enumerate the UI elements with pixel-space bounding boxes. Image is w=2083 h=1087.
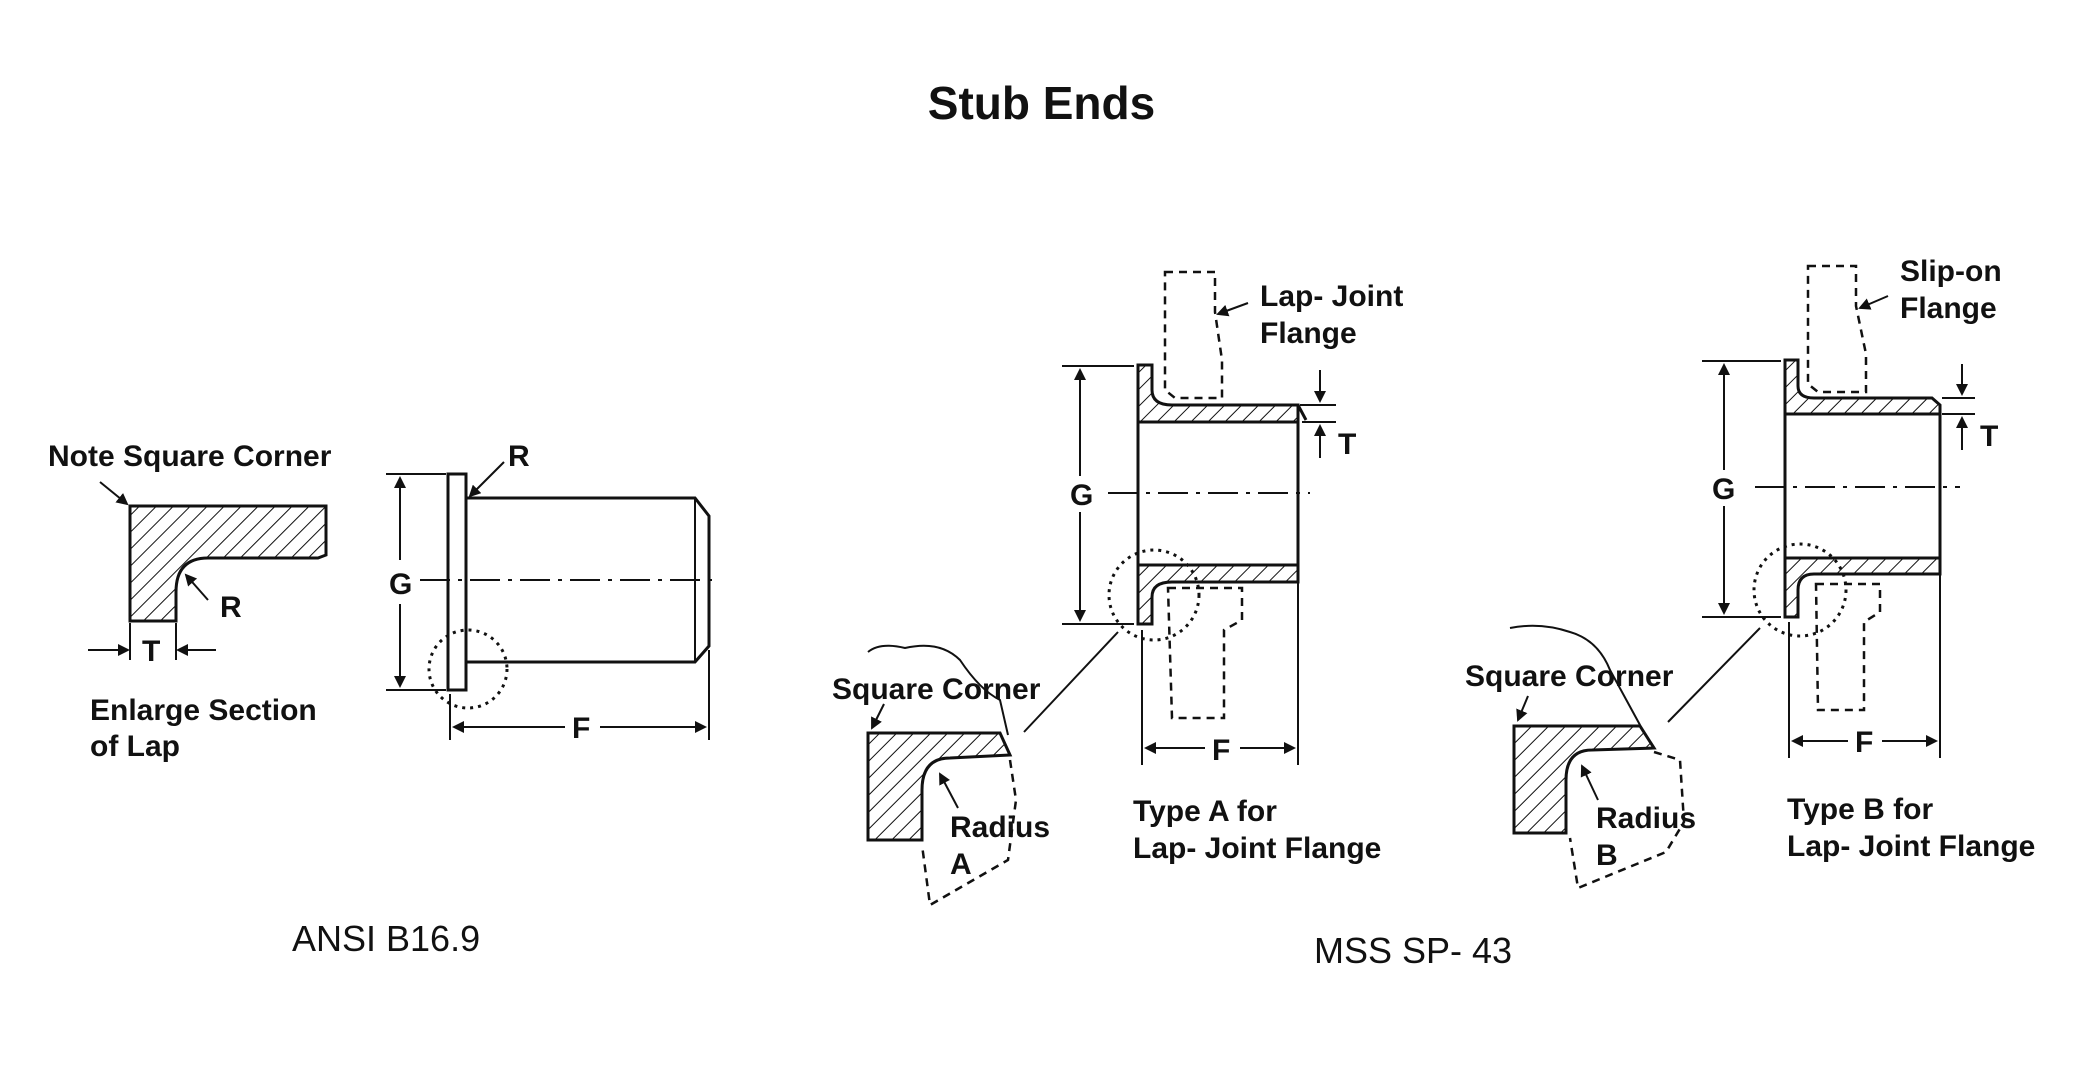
ansi-enlarged-section: Note Square Corner R T Enlarge Section o… (48, 440, 332, 763)
type-b-caption-2: Lap- Joint Flange (1787, 830, 2035, 863)
radius-b-leader (1580, 764, 1599, 801)
type-a-g-label: G (1070, 479, 1093, 512)
type-a-f-label: F (1212, 734, 1230, 767)
lap-joint-flange-label-2: Flange (1260, 317, 1357, 350)
type-b-enlarged-lap (1512, 724, 1657, 835)
type-b-stub-end: Slip-on Flange T G F (1702, 255, 2002, 759)
slip-on-flange-leader (1858, 295, 1889, 310)
note-square-corner-leader (99, 481, 129, 506)
radius-b-label-2: B (1596, 839, 1618, 872)
slip-on-flange-label-1: Slip-on (1900, 255, 2002, 288)
type-b-detail-circle (1752, 542, 1848, 638)
square-corner-b-leader (1516, 695, 1529, 722)
ansi-stub-end: R G F (386, 440, 720, 745)
type-a-stub-end: Lap- Joint Flange T G F (1062, 270, 1403, 767)
type-a-caption-2: Lap- Joint Flange (1133, 832, 1381, 865)
type-a-detail-circle (1107, 548, 1201, 642)
lap-joint-flange-lower-outline (1166, 586, 1244, 720)
type-a-flare-top (1136, 363, 1300, 424)
ansi-f-label: F (572, 712, 590, 745)
ansi-g-label: G (389, 568, 412, 601)
note-square-corner-label: Note Square Corner (48, 440, 332, 473)
enlarge-section-label-1: Enlarge Section (90, 694, 317, 727)
lap-joint-flange-label-1: Lap- Joint (1260, 280, 1403, 313)
type-b-radius-outline (1568, 750, 1686, 890)
enlarge-section-label-2: of Lap (90, 730, 180, 763)
type-a-detail-leader (1023, 631, 1119, 733)
type-b-flare-top (1783, 358, 1942, 416)
t-small-label: T (142, 635, 160, 668)
type-b-t-label: T (1980, 420, 1998, 453)
lap-joint-flange-leader (1216, 302, 1249, 317)
type-a-caption-1: Type A for (1133, 795, 1277, 828)
mss-standard-label: MSS SP- 43 (1314, 930, 1512, 971)
ansi-detail-circle (427, 628, 509, 710)
type-b-enlarged-section: Square Corner Radius B (1465, 624, 1761, 890)
type-a-break-line (867, 644, 1009, 736)
type-a-t-label: T (1338, 428, 1356, 461)
type-a-enlarged-section: Square Corner Radius A (832, 631, 1119, 908)
ansi-r-leader (468, 461, 505, 498)
enlarged-lap-section (128, 504, 328, 623)
type-a-radius-outline (920, 759, 1018, 908)
r-small-label: R (220, 591, 242, 624)
page-title: Stub Ends (927, 77, 1156, 129)
type-b-detail-leader (1667, 627, 1761, 723)
type-b-g-label: G (1712, 473, 1735, 506)
square-corner-a-label: Square Corner (832, 673, 1041, 706)
type-a-bevel-right (1296, 404, 1308, 421)
radius-a-label-1: Radius (950, 811, 1050, 844)
radius-a-leader (939, 772, 959, 809)
type-a-flare-bottom (1136, 563, 1300, 626)
type-b-caption-1: Type B for (1787, 793, 1933, 826)
radius-a-label-2: A (950, 848, 972, 881)
type-a-enlarged-lap (866, 731, 1013, 842)
ansi-r-label: R (508, 440, 530, 473)
r-small-leader (184, 573, 209, 601)
ansi-standard-label: ANSI B16.9 (292, 918, 480, 959)
type-b-f-label: F (1855, 726, 1873, 759)
slip-on-flange-outline (1806, 264, 1868, 394)
radius-b-label-1: Radius (1596, 802, 1696, 835)
slip-on-flange-label-2: Flange (1900, 292, 1997, 325)
ansi-lap-face (446, 472, 468, 692)
square-corner-b-label: Square Corner (1465, 660, 1674, 693)
square-corner-a-leader (871, 703, 885, 730)
type-b-flare-bottom (1783, 556, 1942, 619)
slip-on-flange-lower-outline (1814, 582, 1882, 712)
lap-joint-flange-outline (1163, 270, 1224, 400)
type-b-break-line (1509, 624, 1641, 726)
